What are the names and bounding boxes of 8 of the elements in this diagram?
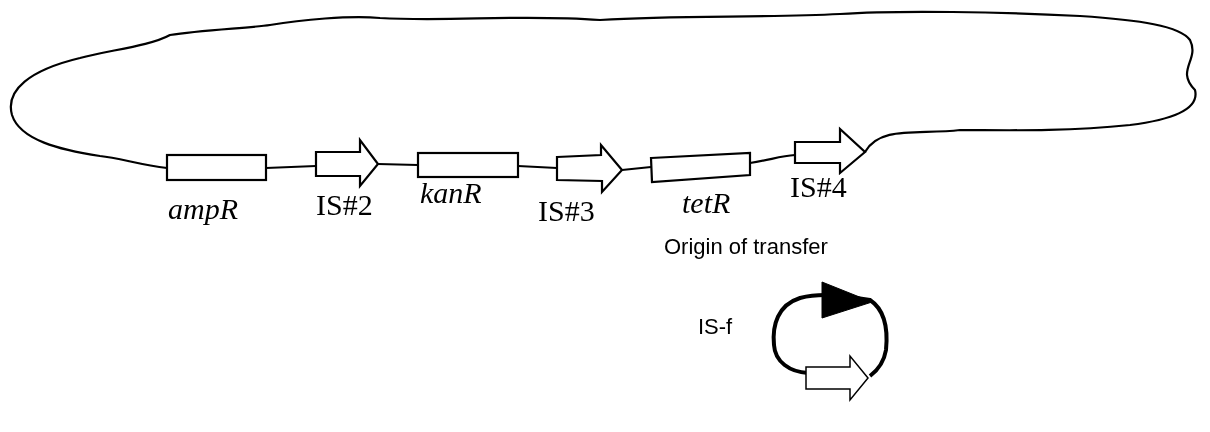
element-label: IS-f (698, 316, 733, 338)
element-label: IS#4 (790, 172, 847, 202)
element-label: IS#3 (538, 196, 595, 226)
gene-label: tetR (682, 188, 731, 218)
region-label: Origin of transfer (664, 236, 828, 258)
element-label: IS#2 (316, 190, 373, 220)
gene-label: ampR (168, 194, 238, 224)
gene-label: kanR (420, 178, 482, 208)
